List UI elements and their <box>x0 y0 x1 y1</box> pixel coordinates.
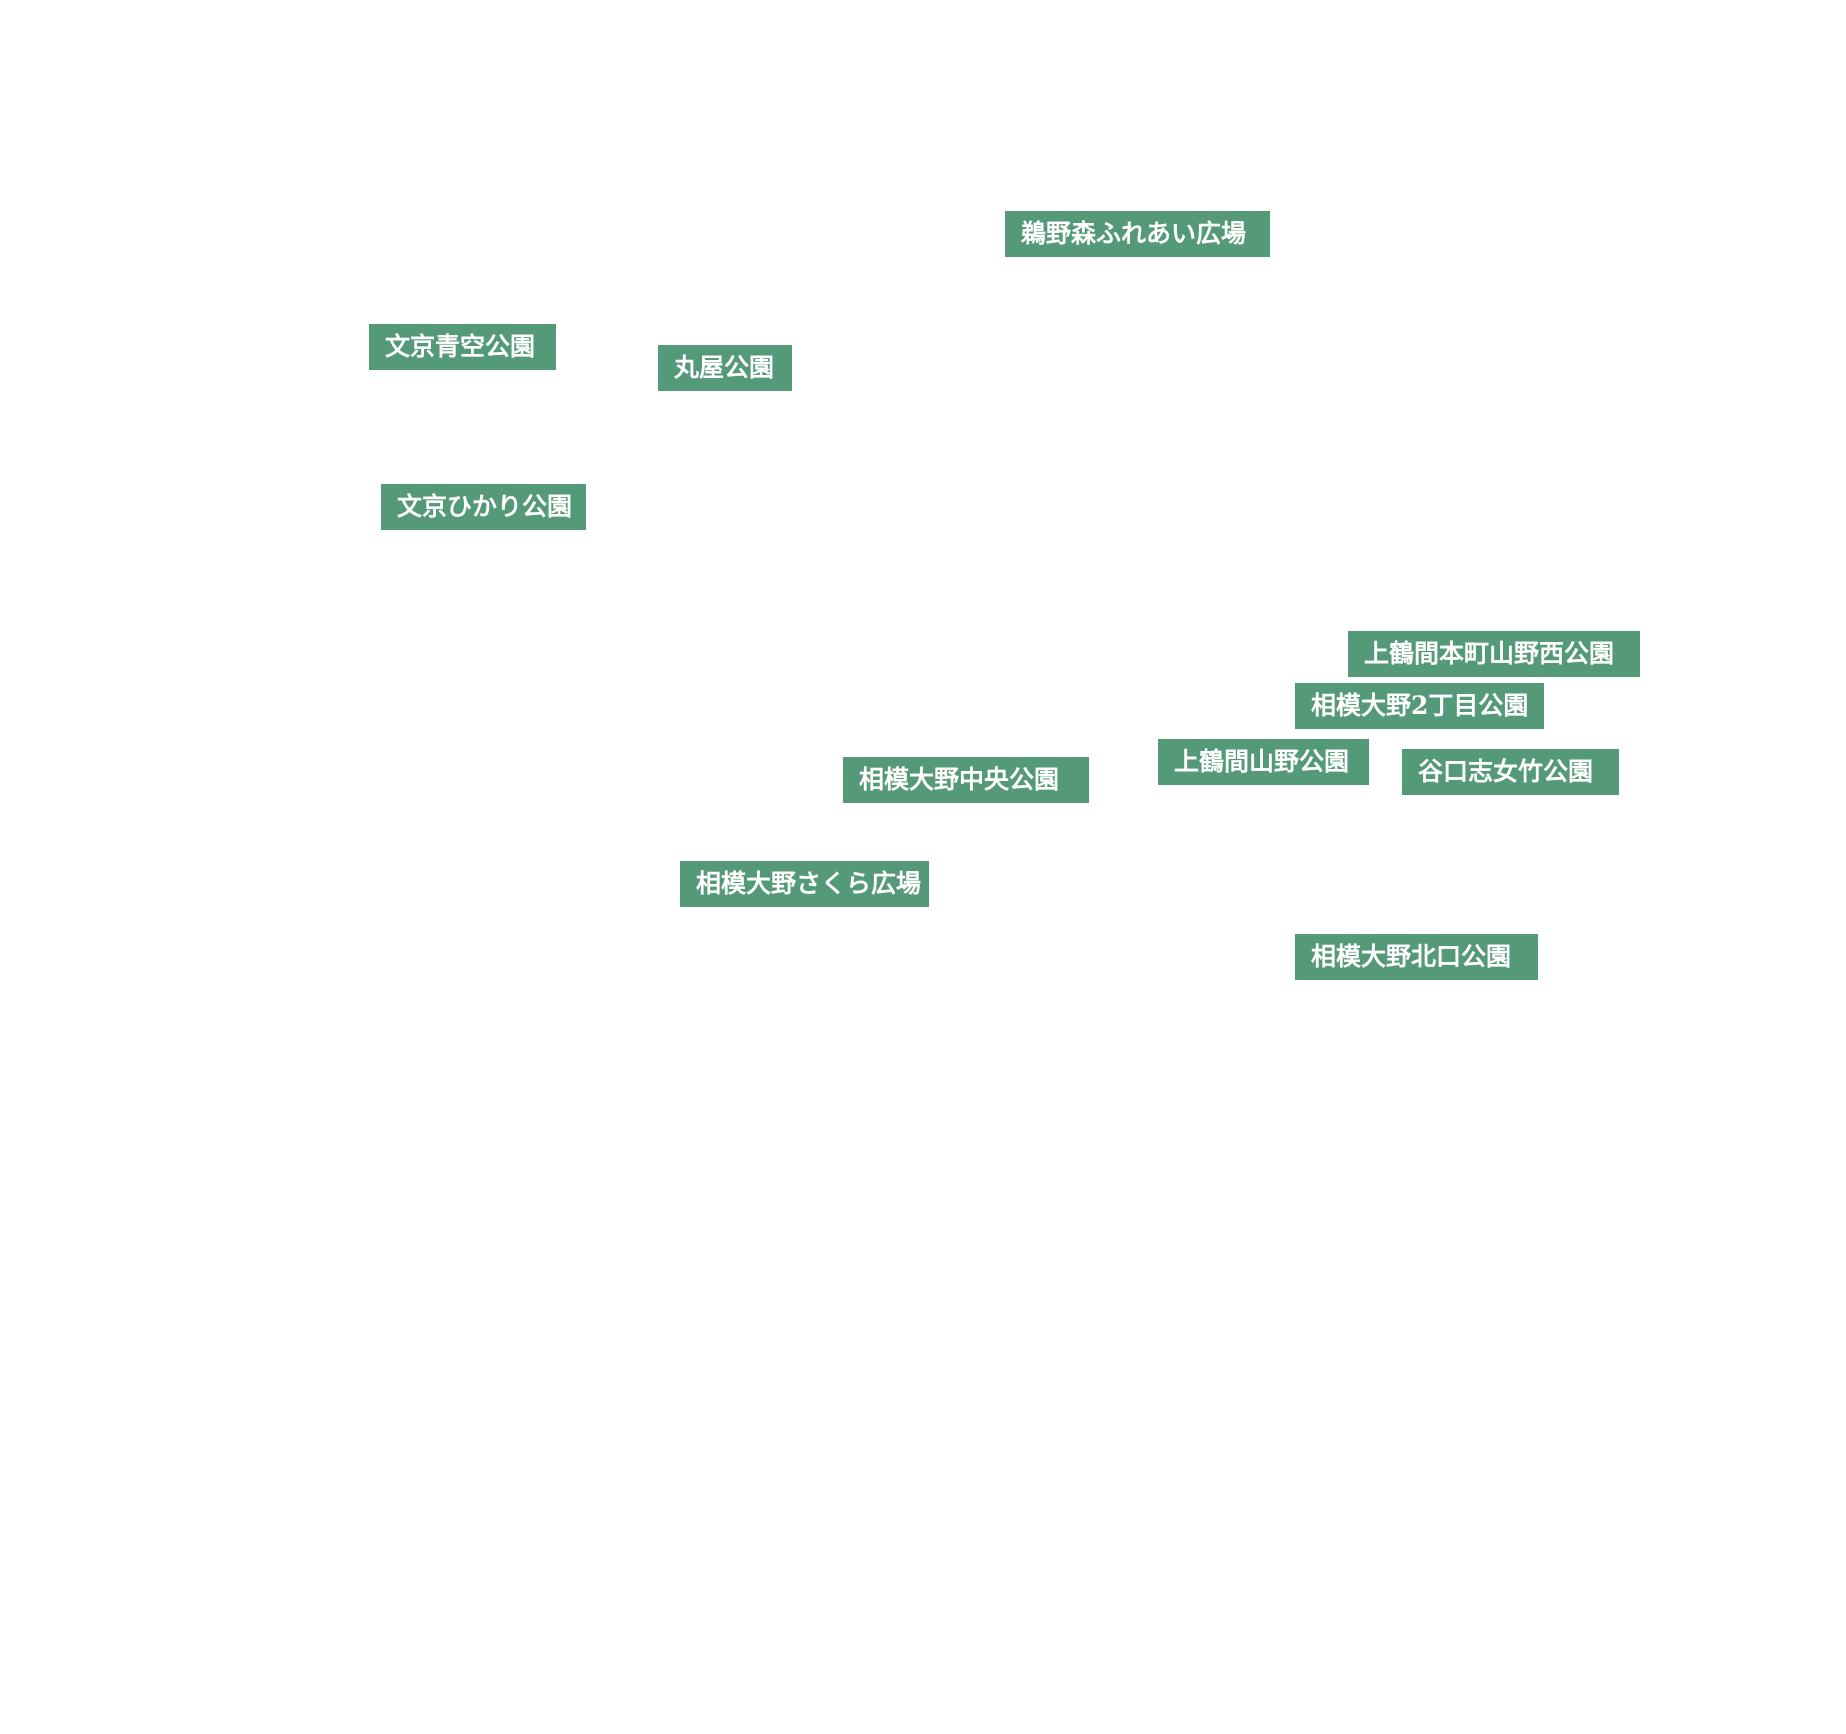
park-label[interactable]: 文京青空公園 <box>369 324 556 370</box>
park-label[interactable]: 相模大野北口公園 <box>1295 934 1538 980</box>
park-label[interactable]: 相模大野2丁目公園 <box>1295 683 1544 729</box>
park-label[interactable]: 上鶴間本町山野西公園 <box>1348 631 1640 677</box>
park-label[interactable]: 上鶴間山野公園 <box>1158 739 1369 785</box>
park-label[interactable]: 文京ひかり公園 <box>381 484 586 530</box>
park-label[interactable]: 谷口志女竹公園 <box>1402 749 1619 795</box>
park-label[interactable]: 鵜野森ふれあい広場 <box>1005 211 1270 257</box>
park-label[interactable]: 相模大野さくら広場 <box>680 861 929 907</box>
park-label[interactable]: 丸屋公園 <box>658 345 792 391</box>
park-label[interactable]: 相模大野中央公園 <box>843 757 1089 803</box>
